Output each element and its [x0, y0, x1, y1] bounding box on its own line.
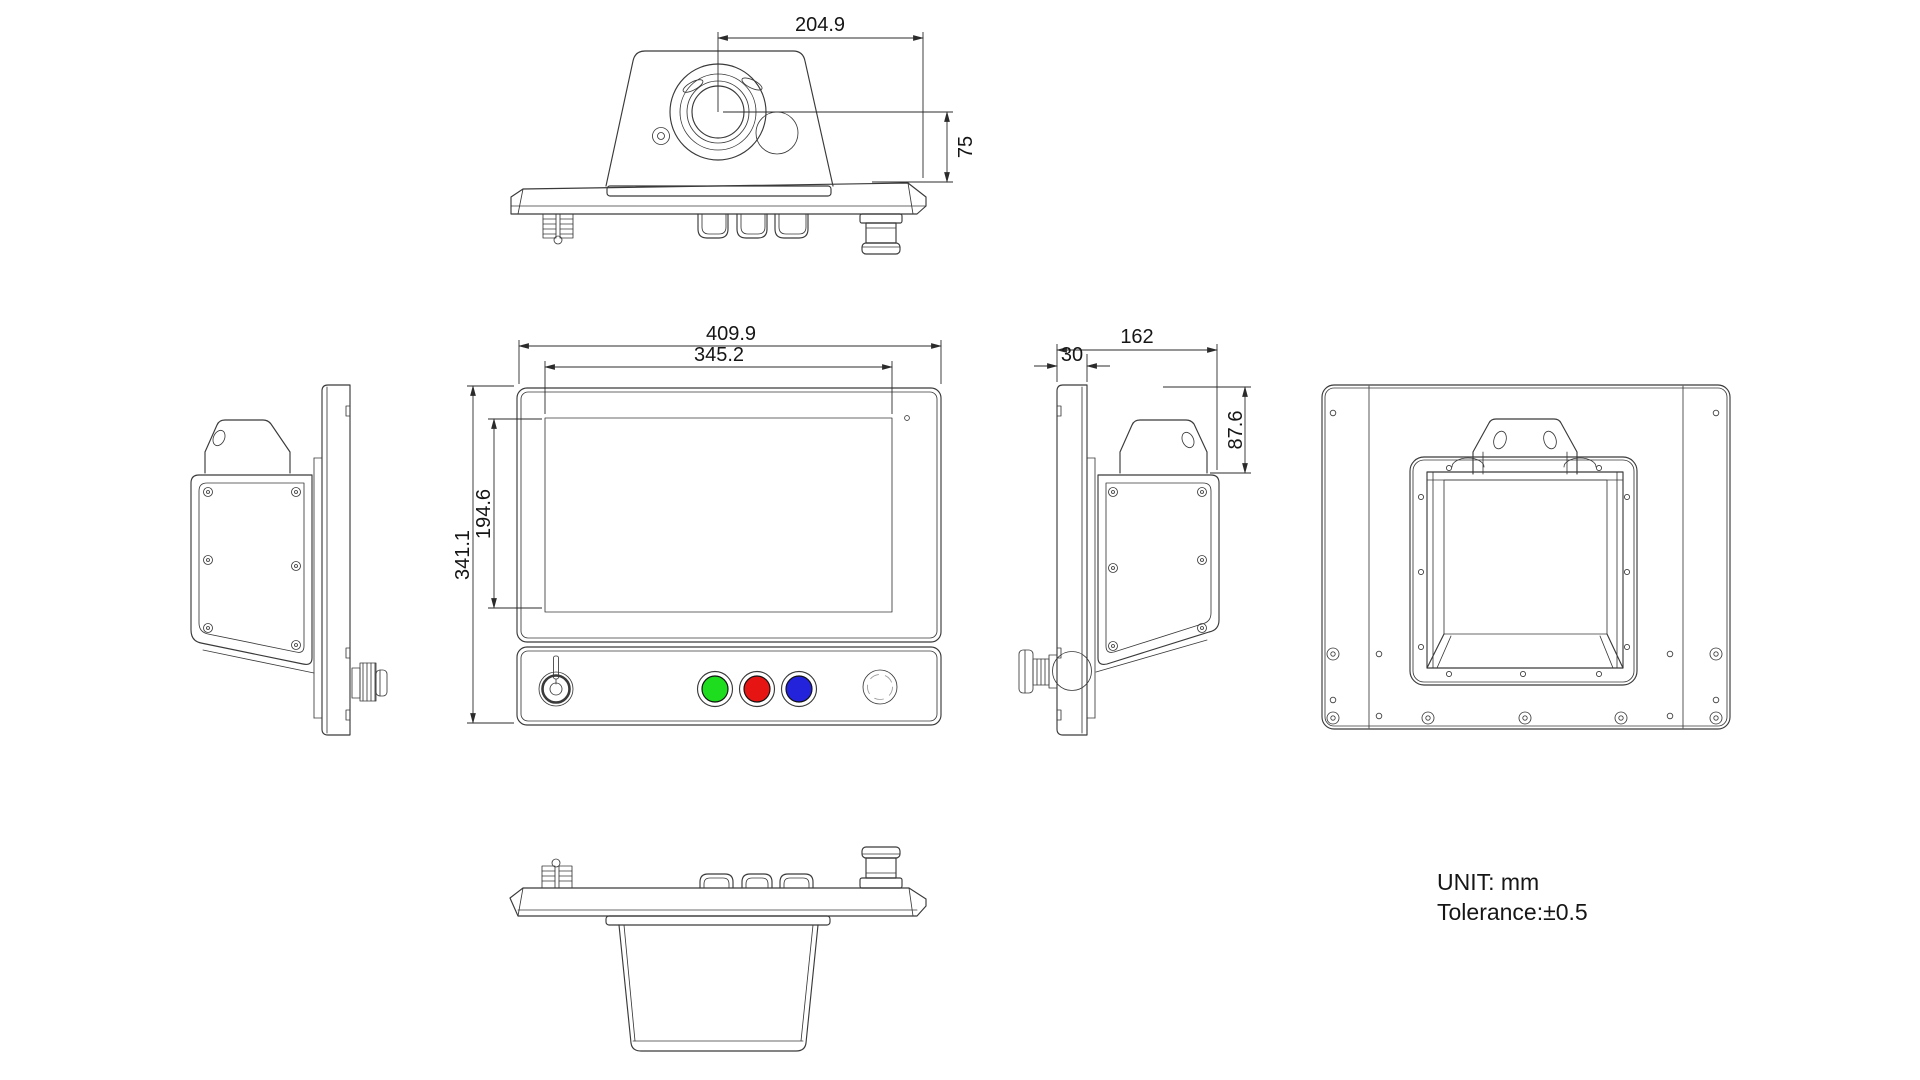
panel-edge-notches — [345, 405, 351, 721]
plate-screws — [1108, 487, 1207, 651]
left-bevel-line — [517, 887, 524, 917]
rear-flange-strip — [313, 457, 323, 719]
right-bevel-line — [908, 887, 914, 917]
estop-side — [1018, 649, 1092, 694]
bracket-inner-right — [800, 924, 814, 1042]
button-green[interactable] — [696, 670, 734, 708]
estop-top — [859, 213, 903, 255]
hanger-hole-left — [1493, 430, 1507, 450]
gland-arc-right — [1563, 457, 1597, 468]
front-view — [516, 387, 942, 726]
mount-recess-outer — [1409, 456, 1638, 686]
antenna-connector-bottom — [541, 858, 573, 889]
rear-cover-inner — [1324, 387, 1728, 727]
rear-cover-outer — [1321, 384, 1731, 730]
bracket-flange — [605, 915, 831, 926]
dim-top-center-to-edge: 204.9 — [795, 14, 845, 36]
dim-display-width: 345.2 — [694, 344, 744, 366]
control-bar-inner — [520, 650, 938, 722]
power-button-top — [652, 127, 670, 145]
dim-overall-width: 409.9 — [706, 323, 756, 345]
front-bezel-outer — [516, 387, 942, 643]
bracket-slot-left — [682, 79, 704, 93]
button-red[interactable] — [738, 670, 776, 708]
recess-box — [1426, 471, 1624, 669]
side-knob-top — [755, 111, 799, 155]
gland-arc-left — [1451, 457, 1485, 468]
key-switch[interactable] — [538, 655, 574, 707]
arm-lower-edge — [202, 649, 315, 674]
right-side-view — [1018, 384, 1220, 736]
panel-edge-notches — [1056, 405, 1062, 721]
arm-lower-edge — [1095, 639, 1208, 673]
body-slab-bottom — [509, 887, 927, 917]
control-bar-outer — [516, 646, 942, 726]
dimension-labels: 204.9 75 409.9 345.2 341.1 194.6 162 30 … — [452, 14, 1247, 580]
button-aux[interactable] — [862, 669, 898, 705]
body-slab-top — [510, 182, 927, 215]
rear-view — [1321, 384, 1731, 730]
mount-plate-outer — [190, 474, 313, 665]
dim-mount-to-front: 75 — [955, 136, 977, 158]
title-notes: UNIT: mm Tolerance:±0.5 — [1437, 869, 1588, 925]
left-side-view — [190, 384, 388, 736]
mount-recess-inner — [1412, 459, 1635, 683]
mount-arm-top-bracket — [1119, 419, 1208, 474]
mount-plate-inner — [198, 482, 305, 653]
mount-bracket-outline — [605, 50, 834, 187]
mount-plate-inner — [1105, 482, 1212, 653]
right-bevel-line — [907, 182, 914, 215]
rear-flange-strip — [1086, 457, 1096, 719]
panel-slab-side — [321, 384, 351, 736]
dim-mount-drop: 87.6 — [1225, 411, 1247, 450]
rear-hanger-bracket — [1472, 418, 1578, 475]
cable-glands-top — [697, 213, 809, 239]
dim-panel-thickness: 30 — [1061, 344, 1083, 366]
mount-bracket-outline — [618, 924, 819, 1052]
bracket-hole — [212, 429, 226, 447]
cover-screws-small — [1329, 409, 1720, 720]
recess-screws — [1417, 464, 1631, 678]
front-bezel-inner — [520, 391, 938, 639]
bracket-inner-left — [623, 924, 636, 1042]
dim-overall-height: 341.1 — [452, 530, 474, 580]
light-sensor-dot — [904, 415, 910, 421]
mount-arm-top-bracket — [204, 419, 291, 474]
tolerance-note: Tolerance:±0.5 — [1437, 899, 1588, 925]
antenna-connector-top — [542, 213, 574, 245]
dim-overall-depth: 162 — [1120, 326, 1153, 348]
mount-plate-outer — [1097, 474, 1220, 665]
cable-glands-bottom — [699, 873, 814, 889]
antenna-side — [351, 662, 388, 702]
top-view — [510, 50, 927, 255]
hanger-hole-right — [1543, 430, 1557, 450]
unit-note: UNIT: mm — [1437, 869, 1539, 895]
display-area — [544, 417, 893, 613]
bottom-view — [509, 846, 927, 1052]
panel-slab-side — [1056, 384, 1088, 736]
left-bevel-line — [517, 188, 524, 215]
cover-screws-big — [1326, 647, 1723, 725]
dimension-layer — [467, 32, 1251, 724]
bracket-hole — [1181, 431, 1195, 449]
estop-bottom — [859, 846, 903, 889]
plate-screws — [203, 487, 301, 650]
button-blue[interactable] — [780, 670, 818, 708]
dim-display-height: 194.6 — [473, 489, 495, 539]
